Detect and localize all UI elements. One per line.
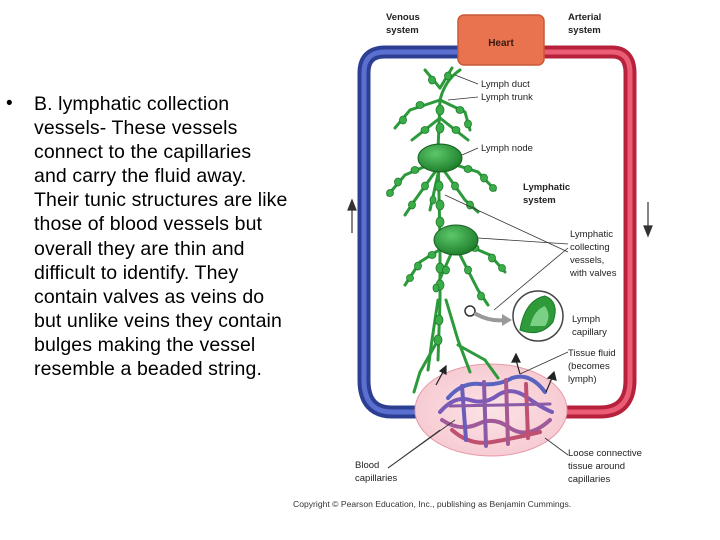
arterial-system-label: Arterial system [568,12,604,36]
lymph-node-label: Lymph node [481,143,533,154]
magnifier-circle [464,305,476,317]
up-arrow-icon [347,198,357,233]
lymph-node-lower [433,224,479,256]
lymph-trunk-label: Lymph trunk [481,92,533,103]
leader-lines [387,74,569,469]
blood-capillaries-label: Blood capillaries [355,460,397,484]
lymph-node-upper [417,143,463,173]
copyright-text: Copyright © Pearson Education, Inc., pub… [293,499,571,509]
loose-connective-tissue-label: Loose connective tissue around capillari… [568,448,645,485]
lymph-capillary-label: Lymph capillary [572,314,607,338]
venous-system-label: Venous system [386,12,422,36]
flow-arrows [435,352,557,393]
capillary-network [438,374,554,448]
bullet-point: • B. lymphatic collection vessels- These… [6,92,288,381]
bullet-marker: • [6,93,13,114]
bullet-text: B. lymphatic collection vessels- These v… [34,93,288,381]
lymph-beads [386,71,506,346]
heart [457,14,545,66]
lymphatic-system-label: Lymphatic system [523,182,573,206]
heart-label: Heart [488,38,514,49]
tissue-fluid-label: Tissue fluid (becomes lymph) [568,348,618,385]
collecting-vessels-label: Lymphatic collecting vessels, with valve… [569,229,617,279]
lymphatic-system-diagram: Heart [293,12,653,509]
lymph-duct-label: Lymph duct [481,79,530,90]
down-arrow-icon [643,202,653,238]
magnify-arrow-icon [474,312,508,323]
